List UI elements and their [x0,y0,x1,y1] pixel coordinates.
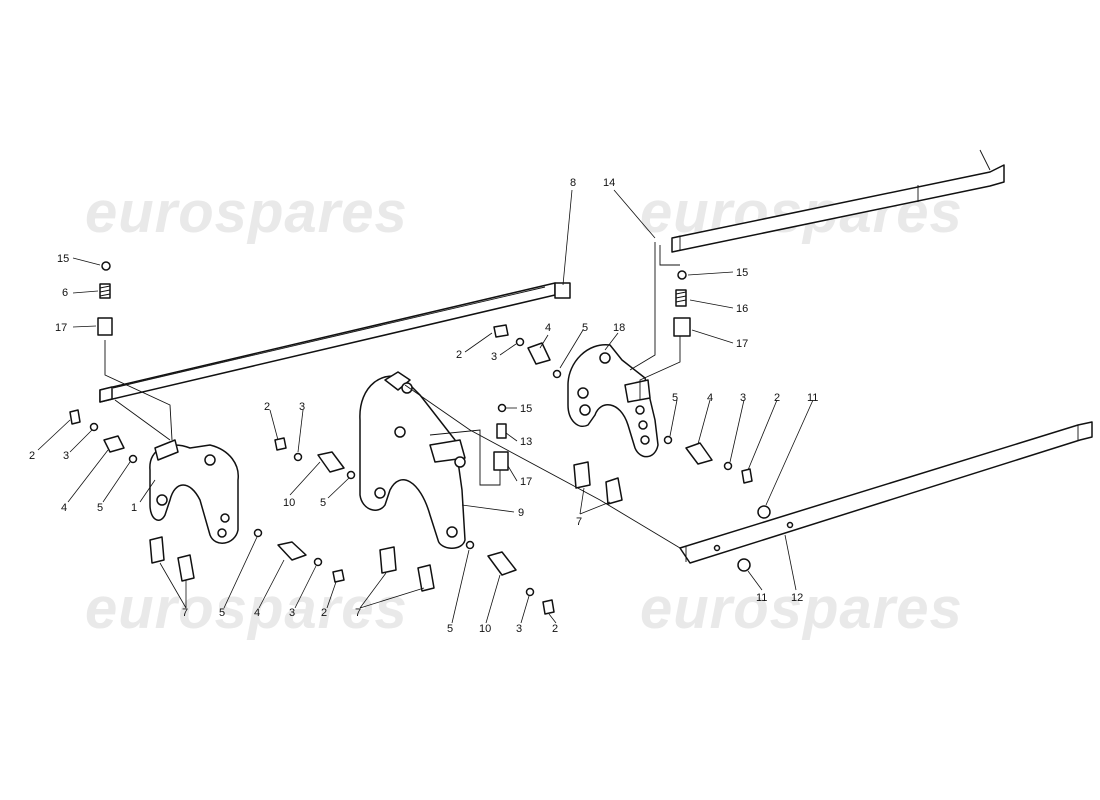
label-3-bottom: 3 [516,623,522,635]
label-7-mid: 7 [355,607,361,619]
watermark-4: eurospares [640,576,963,641]
label-5-bottom: 5 [447,623,453,635]
label-1: 1 [131,502,137,514]
label-14: 14 [603,177,615,189]
label-5-bottom-left: 5 [219,607,225,619]
label-2-top: 2 [456,349,462,361]
watermark-1: eurospares [85,180,408,245]
label-8: 8 [570,177,576,189]
label-7-left: 7 [182,607,188,619]
label-2-mid: 2 [264,401,270,413]
label-12: 12 [791,592,803,604]
ball-15-left [101,261,111,271]
shift-fork-18 [567,344,659,458]
label-4-right: 4 [707,392,713,404]
label-15-right: 15 [736,267,748,279]
label-3-mid: 3 [299,401,305,413]
label-5-mid: 5 [320,497,326,509]
label-4-bottom: 4 [254,607,260,619]
watermark-3: eurospares [85,576,408,641]
label-9: 9 [518,507,524,519]
part-number-labels: 8 14 15 6 17 15 16 17 2 3 4 5 18 2 3 15 … [29,177,818,635]
label-18: 18 [613,322,625,334]
label-17-right: 17 [736,338,748,350]
label-3-right: 3 [740,392,746,404]
label-16: 16 [736,303,748,315]
label-17-left: 17 [55,322,67,334]
label-13: 13 [520,436,532,448]
label-3-left: 3 [63,450,69,462]
label-2-right: 2 [774,392,780,404]
label-3-bottom-left: 3 [289,607,295,619]
label-6: 6 [62,287,68,299]
label-5-top: 5 [582,322,588,334]
label-2-bottom: 2 [552,623,558,635]
label-11-lower: 11 [756,592,767,604]
label-4-left: 4 [61,502,67,514]
label-10-bottom: 10 [479,623,491,635]
label-10-left: 10 [283,497,295,509]
label-5-right: 5 [672,392,678,404]
selector-rod-14 [671,149,1005,253]
label-15-left: 15 [57,253,69,265]
leader-lines [37,189,814,624]
label-7-right: 7 [576,516,582,528]
label-4-top: 4 [545,322,551,334]
label-15-mid: 15 [520,403,532,415]
shift-fork-1 [149,439,239,544]
label-2-left: 2 [29,450,35,462]
label-11-upper: 11 [807,392,818,404]
small-parts [69,261,771,615]
selector-rod-8 [99,282,571,403]
label-17-mid: 17 [520,476,532,488]
assembly-guide-lines [104,242,681,549]
label-2-bottom-left: 2 [321,607,327,619]
label-3-top: 3 [491,351,497,363]
label-5-left: 5 [97,502,103,514]
shift-fork-9 [359,371,466,549]
selector-rod-12 [679,421,1093,564]
